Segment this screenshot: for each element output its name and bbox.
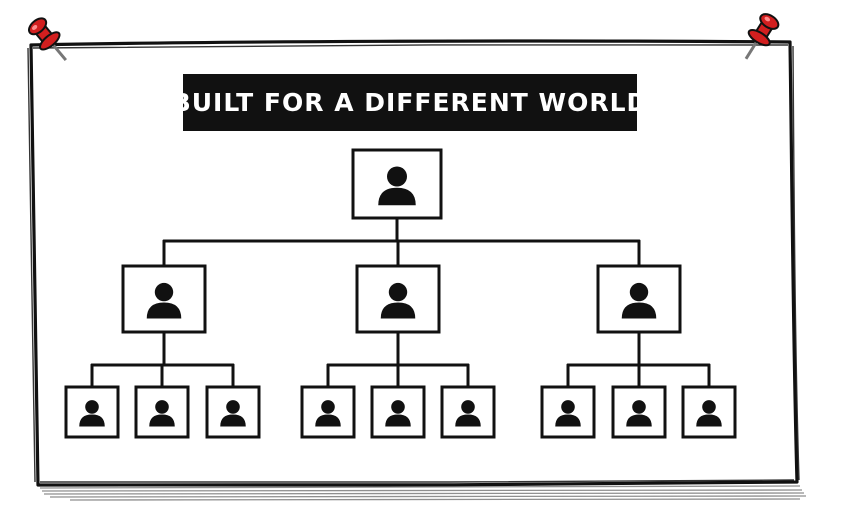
person-icon [455, 400, 481, 427]
person-icon [555, 400, 581, 427]
person-icon [146, 282, 182, 319]
person-icon [149, 400, 175, 427]
paper-shadow [39, 485, 807, 501]
org-chart-connectors [90, 216, 711, 389]
person-icon [315, 400, 341, 427]
org-node-manager [596, 264, 682, 334]
paper-sheet [29, 39, 799, 487]
org-node-member [64, 385, 120, 439]
org-node-member [611, 385, 667, 439]
person-icon [220, 400, 246, 427]
org-node-member [205, 385, 261, 439]
org-node-member [681, 385, 737, 439]
org-node-manager [121, 264, 207, 334]
person-icon [621, 282, 657, 319]
pushpin-icon [744, 13, 780, 60]
pushpin-icon [27, 17, 68, 62]
paper-sheet-sketch-line [27, 43, 800, 484]
person-icon [385, 400, 411, 427]
org-node-root [351, 148, 443, 220]
person-icon [378, 166, 416, 206]
person-icon [626, 400, 652, 427]
person-icon [696, 400, 722, 427]
title-banner: BUILT FOR A DIFFERENT WORLD [172, 74, 647, 131]
org-node-member [370, 385, 426, 439]
org-node-manager [355, 264, 441, 334]
org-node-member [440, 385, 496, 439]
org-chart-nodes [64, 148, 737, 439]
person-icon [79, 400, 105, 427]
org-node-member [134, 385, 190, 439]
org-node-member [300, 385, 356, 439]
person-icon [380, 282, 416, 319]
org-node-member [540, 385, 596, 439]
diagram-title: BUILT FOR A DIFFERENT WORLD [171, 88, 649, 117]
